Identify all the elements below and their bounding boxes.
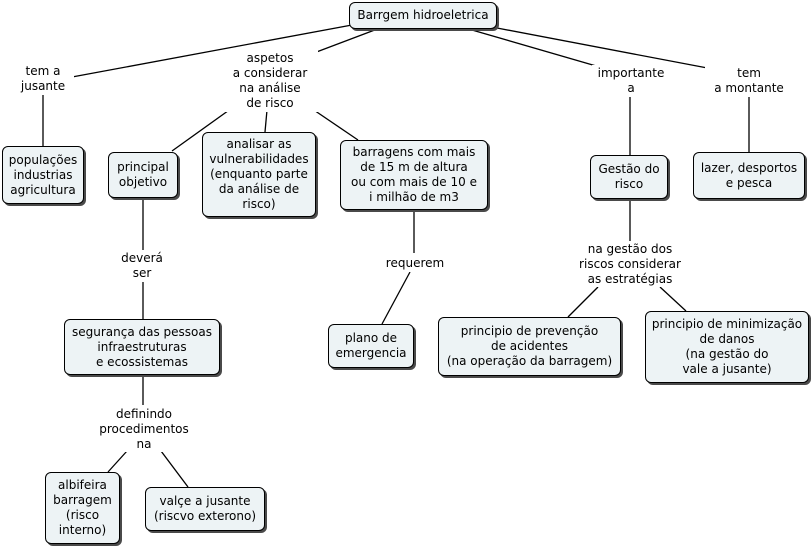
concept-lazer[interactable]: lazer, desportos e pesca xyxy=(693,152,805,199)
concept-analisar-vulnerabilidades[interactable]: analisar as vulnerabilidades (enquanto p… xyxy=(202,132,316,217)
line-root-tem-montante xyxy=(496,27,719,71)
concept-populacoes[interactable]: populações industrias agricultura xyxy=(2,146,84,204)
concept-seguranca[interactable]: segurança das pessoas infraestruturas e … xyxy=(64,319,220,375)
link-aspetos: aspetos a considerar na análise de risco xyxy=(222,50,318,112)
concept-principal-objetivo[interactable]: principal objetivo xyxy=(108,152,178,198)
link-tem-a-jusante: tem a jusante xyxy=(12,63,74,95)
line-definindo-valce xyxy=(160,450,189,488)
line-aspetos-objetivo xyxy=(171,107,233,152)
line-root-tem-jusante xyxy=(71,24,353,78)
line-definindo-albifeira xyxy=(107,450,128,473)
link-tem-a-montante: tem a montante xyxy=(705,65,793,97)
line-nagestao-prevencao xyxy=(567,286,599,318)
link-requerem: requerem xyxy=(380,254,450,272)
line-root-importante xyxy=(471,29,611,71)
line-aspetos-analisar xyxy=(264,109,268,133)
concept-prevencao[interactable]: principio de prevenção de acidentes (na … xyxy=(438,317,621,376)
link-na-gestao: na gestão dos riscos considerar as estra… xyxy=(570,241,690,287)
link-definindo: definindo procedimentos na xyxy=(90,406,198,452)
concept-plano-de-emergencia[interactable]: plano de emergencia xyxy=(328,324,414,368)
concept-gestao-do-risco[interactable]: Gestão do risco xyxy=(590,155,668,199)
concept-barragens[interactable]: barragens com mais de 15 m de altura ou … xyxy=(340,140,488,210)
concept-minimizacao[interactable]: principio de minimização de danos (na ge… xyxy=(645,311,809,383)
concept-albifeira[interactable]: albifeira barragem (risco interno) xyxy=(45,472,120,544)
concept-valce-a-jusante[interactable]: valçe a jusante (riscvo exterono) xyxy=(145,487,265,531)
link-importante-a: importante a xyxy=(592,65,670,97)
line-nagestao-minimizacao xyxy=(659,286,687,312)
link-devera-ser: deverá ser xyxy=(112,250,172,282)
concept-root[interactable]: Barrgem hidroeletrica xyxy=(349,2,497,29)
line-requerem-plano xyxy=(381,271,411,325)
